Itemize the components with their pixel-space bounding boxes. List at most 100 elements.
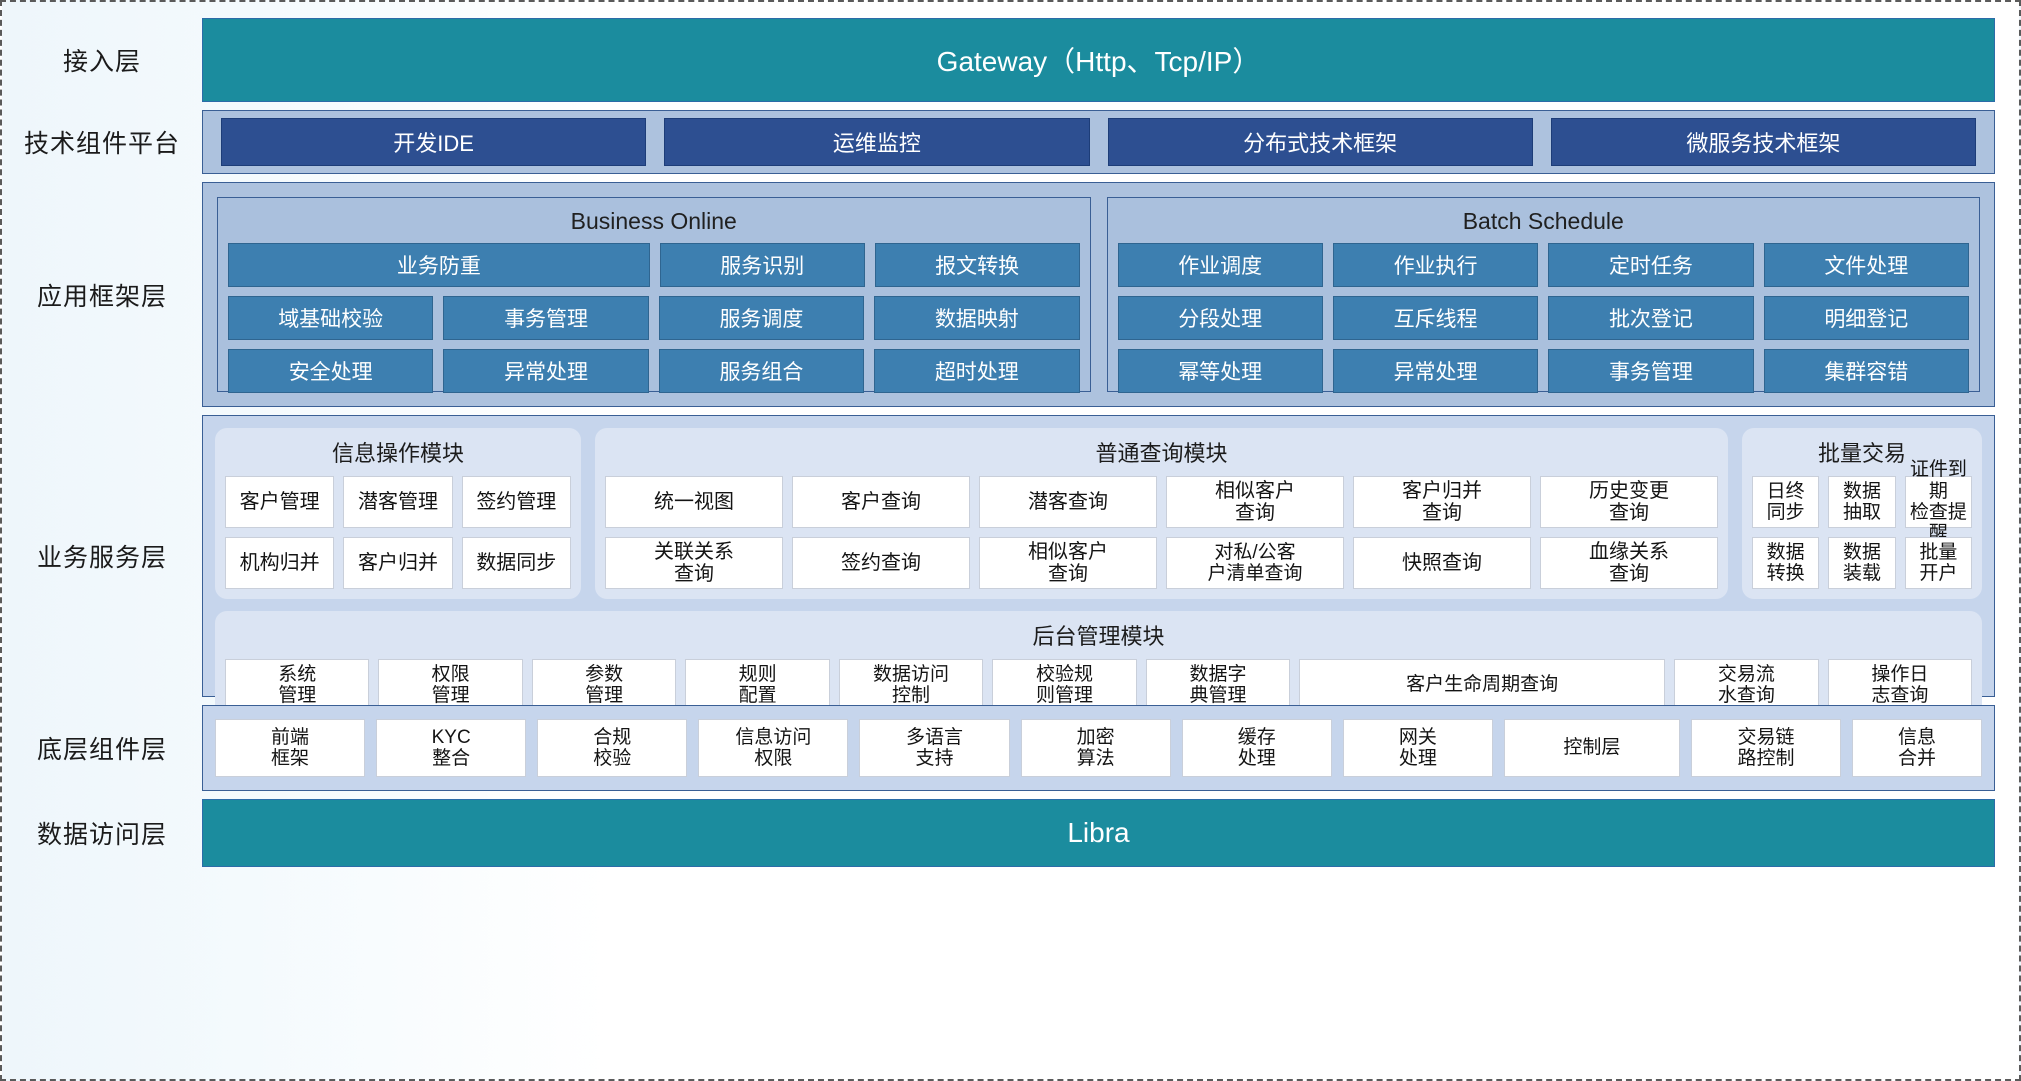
service-box-label: 相似客户查询 [1215,479,1295,524]
framework-cell[interactable]: 作业执行 [1332,243,1539,287]
base-component-box[interactable]: 信息合并 [1852,719,1982,777]
framework-cell[interactable]: 安全处理 [228,349,434,393]
service-box[interactable]: 数据转换 [1752,537,1820,589]
base-component-box[interactable]: 前端框架 [215,719,366,777]
framework-cell[interactable]: 分段处理 [1117,296,1323,340]
base-component-box-label: 信息合并 [1897,726,1936,769]
service-box[interactable]: 相似客户查询 [979,537,1157,589]
service-box[interactable]: 潜客查询 [979,476,1157,528]
tech-platform-panel: 开发IDE 运维监控 分布式技术框架 微服务技术框架 [202,110,1995,174]
framework-cell[interactable]: 定时任务 [1548,243,1754,287]
service-box[interactable]: 客户查询 [792,476,970,528]
admin-box-label: 操作日志查询 [1871,663,1929,706]
framework-cell[interactable]: 批次登记 [1548,296,1754,340]
base-component-box[interactable]: 缓存处理 [1181,719,1332,777]
service-box[interactable]: 数据装载 [1828,537,1896,589]
service-box[interactable]: 客户归并查询 [1353,476,1531,528]
service-box[interactable]: 对私/公客户清单查询 [1166,537,1344,589]
admin-box[interactable]: 交易流水查询 [1674,659,1819,711]
admin-box[interactable]: 校验规则管理 [992,659,1137,711]
admin-box[interactable]: 数据访问控制 [838,659,984,711]
framework-cell-label: 数据映射 [934,308,1019,331]
service-box[interactable]: 历史变更查询 [1540,476,1718,528]
service-box[interactable]: 相似客户查询 [1166,476,1344,528]
base-component-box[interactable]: 信息访问权限 [698,719,849,777]
admin-box[interactable]: 操作日志查询 [1827,659,1973,711]
framework-cell[interactable]: 互斥线程 [1332,296,1539,340]
admin-box[interactable]: 权限管理 [378,659,523,711]
service-box[interactable]: 签约管理 [461,476,571,528]
framework-cell[interactable]: 业务防重 [228,243,650,287]
framework-cell[interactable]: 服务识别 [659,243,865,287]
service-box[interactable]: 数据同步 [461,537,571,589]
tech-item-distributed-framework[interactable]: 分布式技术框架 [1107,118,1533,166]
framework-cell[interactable]: 异常处理 [1332,349,1539,393]
framework-cell[interactable]: 异常处理 [443,349,649,393]
base-component-box[interactable]: 网关处理 [1342,719,1493,777]
framework-cell[interactable]: 服务调度 [658,296,865,340]
framework-cell[interactable]: 作业调度 [1117,243,1323,287]
framework-cell-label: 安全处理 [288,361,373,384]
service-box[interactable]: 关联关系查询 [605,537,783,589]
framework-cell[interactable]: 事务管理 [1548,349,1754,393]
service-box[interactable]: 快照查询 [1353,537,1531,589]
service-box[interactable]: 证件到期检查提醒 [1904,459,1972,544]
module-batch-transaction: 批量交易 日终同步 数据抽取 证件到期检查提醒 数据转换 数据装载 批量开户 [1742,428,1982,599]
service-box[interactable]: 统一视图 [605,476,783,528]
framework-cell[interactable]: 集群容错 [1763,349,1969,393]
service-box[interactable]: 机构归并 [225,537,335,589]
base-component-box-label: 信息访问权限 [735,726,812,769]
module-row: 系统管理权限管理参数管理规则配置数据访问控制 校验规则管理 数据字典管理客户生命周期… [225,659,1973,711]
framework-cell[interactable]: 数据映射 [874,296,1080,340]
base-component-box[interactable]: 控制层 [1503,719,1680,777]
framework-cell[interactable]: 报文转换 [874,243,1080,287]
framework-cell[interactable]: 服务组合 [658,349,865,393]
service-box[interactable]: 数据抽取 [1828,476,1896,528]
admin-box[interactable]: 数据字典管理 [1145,659,1291,711]
framework-cell[interactable]: 域基础校验 [228,296,434,340]
libra-bar[interactable]: Libra [202,799,1995,867]
service-box[interactable]: 批量开户 [1904,537,1972,589]
service-box[interactable]: 客户归并 [343,537,453,589]
framework-cell[interactable]: 明细登记 [1763,296,1969,340]
framework-cell-label: 集群容错 [1824,361,1909,384]
service-box[interactable]: 日终同步 [1752,476,1820,528]
service-box-label: 血缘关系查询 [1589,540,1669,585]
framework-cell[interactable]: 超时处理 [874,349,1080,393]
gateway-bar[interactable]: Gateway（Http、Tcp/IP） [202,18,1995,102]
framework-cell-label: 超时处理 [934,361,1019,384]
tech-item-ide[interactable]: 开发IDE [221,118,647,166]
framework-cell-label: 定时任务 [1608,255,1693,278]
base-component-box[interactable]: 交易链路控制 [1690,719,1842,777]
layer-data-access: 数据访问层 Libra [2,799,2019,867]
service-box[interactable]: 客户管理 [225,476,335,528]
module-row: 关联关系查询 签约查询 相似客户查询 对私/公客户清单查询 快照查询 血缘关系查… [605,537,1718,589]
service-box[interactable]: 潜客管理 [343,476,453,528]
admin-box[interactable]: 参数管理 [531,659,677,711]
service-box-label: 统一视图 [654,490,734,513]
base-component-box[interactable]: 合规校验 [537,719,688,777]
admin-box[interactable]: 系统管理 [225,659,370,711]
admin-box-label: 校验规则管理 [1035,663,1093,706]
service-box[interactable]: 血缘关系查询 [1540,537,1718,589]
admin-box[interactable]: 规则配置 [685,659,830,711]
base-component-box[interactable]: 加密算法 [1020,719,1171,777]
framework-cell[interactable]: 文件处理 [1763,243,1969,287]
tech-item-label: 微服务技术框架 [1686,131,1841,156]
base-component-box-label: 加密算法 [1076,726,1115,769]
tech-item-label: 开发IDE [393,131,474,156]
layer-access: 接入层 Gateway（Http、Tcp/IP） [2,18,2019,102]
admin-box[interactable]: 客户生命周期查询 [1299,659,1666,711]
service-box[interactable]: 签约查询 [792,537,970,589]
framework-row: 分段处理 互斥线程 批次登记 明细登记 [1117,296,1969,340]
tech-item-microservice-framework[interactable]: 微服务技术框架 [1550,118,1976,166]
base-component-box[interactable]: 多语言支持 [859,719,1010,777]
module-title: 后台管理模块 [1032,624,1165,649]
framework-cell[interactable]: 事务管理 [443,296,649,340]
service-box-label: 批量开户 [1919,541,1958,584]
tech-item-ops-monitor[interactable]: 运维监控 [664,118,1090,166]
base-component-box-label: 交易链路控制 [1737,726,1795,769]
framework-cell[interactable]: 幂等处理 [1117,349,1323,393]
